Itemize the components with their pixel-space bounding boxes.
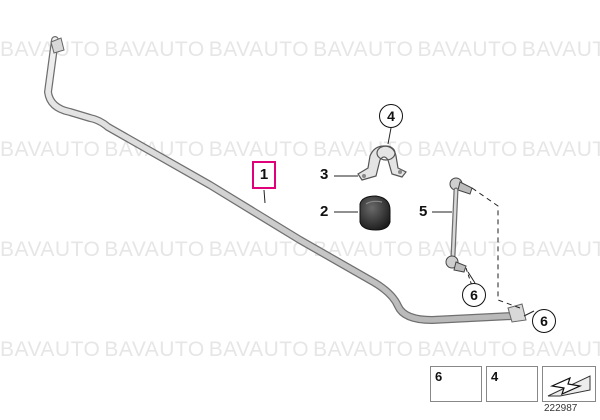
callout-rubber-mounting: 2: [320, 203, 329, 220]
legend-screw-number: 4: [491, 369, 499, 384]
callout-nut-upper: 6: [462, 283, 486, 307]
callout-bracket: 3: [320, 166, 329, 183]
bracket: [357, 145, 407, 181]
callout-1-highlight: 1: [252, 161, 276, 189]
legend-nut-cell: 6: [430, 366, 482, 402]
legend-screw-cell: 4: [486, 366, 538, 402]
callout-bracket-screw: 4: [379, 104, 403, 128]
callout-link: 5: [419, 203, 428, 220]
stabilizer-link: [445, 177, 521, 309]
stabilizer-bar: [44, 36, 527, 324]
leader-lines: [263, 127, 535, 317]
rubber-mounting: [359, 195, 391, 231]
legend-nut-number: 6: [435, 369, 443, 384]
callout-stabilizer-bar: 1: [259, 166, 269, 183]
callout-nut-lower: 6: [532, 309, 556, 333]
reference-number: 222987: [544, 403, 578, 414]
legend-arrow-icon: [547, 375, 591, 397]
legend-arrow-cell: [542, 366, 596, 402]
